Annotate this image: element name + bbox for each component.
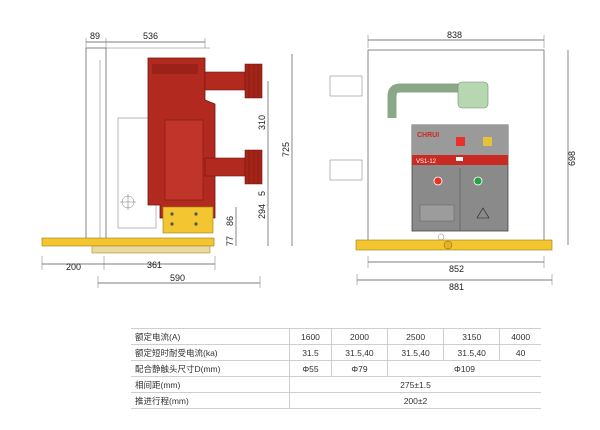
warning-icon [476, 207, 490, 219]
dim-590: 590 [170, 273, 185, 283]
model-label: VS1-12 [416, 159, 437, 165]
table-cell: 31.5,40 [387, 344, 444, 361]
close-indicator-icon [456, 137, 465, 146]
side-truck-rail [41, 237, 215, 247]
table-cell: 1600 [289, 328, 332, 345]
dim-89: 89 [90, 31, 100, 41]
table-cell: 31.5,40 [443, 344, 500, 361]
dim-838: 838 [447, 30, 462, 40]
dim-200: 200 [66, 262, 81, 272]
table-cell: 2500 [387, 328, 444, 345]
nameplate [419, 204, 455, 222]
table-row: 配合静触头尺寸D(mm) Φ55 Φ79 Φ109 [131, 360, 541, 377]
side-view: 89 536 310 725 294 5 86 77 200 361 590 [41, 31, 293, 288]
dim-881: 881 [449, 282, 464, 292]
table-cell: 2000 [330, 328, 388, 345]
counter-window [456, 157, 463, 161]
dim-698: 698 [567, 151, 577, 166]
dim-536: 536 [143, 31, 158, 41]
front-handle-bottom [329, 159, 363, 181]
side-yellow-bracket [162, 206, 214, 234]
table-cell: Φ109 [387, 360, 541, 377]
table-cell: Φ79 [330, 360, 388, 377]
table-cell: 200±2 [289, 392, 541, 409]
row-label: 推进行程(mm) [131, 392, 290, 409]
table-row: 额定电流(A) 1600 2000 2500 3150 4000 [131, 328, 541, 345]
side-front-panel [85, 47, 107, 244]
table-cell: 40 [499, 344, 541, 361]
front-view: CHRUI VS1-12 838 698 852 881 [329, 30, 577, 292]
table-cell: 4000 [499, 328, 541, 345]
front-handle-top [329, 75, 363, 97]
dim-725: 725 [281, 142, 291, 157]
row-label: 配合静触头尺寸D(mm) [131, 360, 290, 377]
front-truck-base [355, 239, 553, 251]
dim-310: 310 [257, 115, 267, 130]
table-cell: Φ55 [289, 360, 332, 377]
dim-361: 361 [147, 260, 162, 270]
close-button-icon [433, 176, 443, 186]
table-cell: 275±1.5 [289, 376, 541, 393]
row-label: 额定短时耐受电流(ka) [131, 344, 290, 361]
spring-indicator-icon [483, 137, 492, 146]
table-cell: 3150 [443, 328, 500, 345]
spec-table: 额定电流(A) 1600 2000 2500 3150 4000 额定短时耐受电… [131, 328, 541, 409]
row-label: 额定电流(A) [131, 328, 290, 345]
table-row: 相间距(mm) 275±1.5 [131, 376, 541, 393]
open-button-icon [473, 176, 483, 186]
table-row: 额定短时耐受电流(ka) 31.5 31.5,40 31.5,40 31.5,4… [131, 344, 541, 361]
dim-5: 5 [257, 191, 267, 196]
table-cell: 31.5,40 [330, 344, 388, 361]
dim-852: 852 [449, 264, 464, 274]
table-row: 推进行程(mm) 200±2 [131, 392, 541, 409]
pole-assembly [147, 57, 263, 219]
dim-294: 294 [257, 204, 267, 219]
row-label: 相间距(mm) [131, 376, 290, 393]
table-cell: 31.5 [289, 344, 332, 361]
dim-77: 77 [225, 236, 235, 246]
operating-arm [457, 81, 489, 109]
dim-86: 86 [225, 216, 235, 226]
technical-drawing: 89 536 310 725 294 5 86 77 200 361 590 [41, 30, 577, 292]
brand-label: CHRUI [417, 132, 439, 139]
